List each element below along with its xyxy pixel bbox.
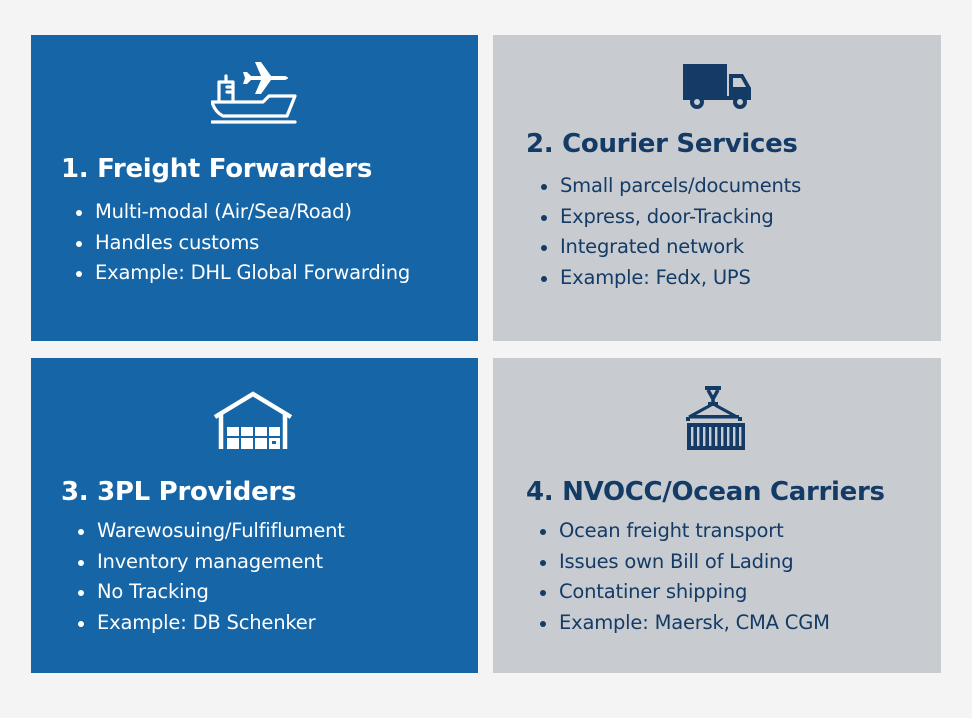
list-item: Multi-modal (Air/Sea/Road): [75, 197, 410, 228]
list-item: No Tracking: [77, 577, 345, 608]
list-item: Inventory management: [77, 547, 345, 578]
card-title: 1. Freight Forwarders: [61, 154, 373, 184]
delivery-truck-icon: [683, 64, 753, 110]
list-item: Example: DB Schenker: [77, 608, 345, 639]
bullet-list: Multi-modal (Air/Sea/Road) Handles custo…: [75, 197, 410, 289]
card-courier-services: 2. Courier Services Small parcels/docume…: [493, 35, 941, 341]
list-item: Ocean freight transport: [539, 516, 830, 547]
list-item: Example: Maersk, CMA CGM: [539, 608, 830, 639]
list-item: Example: Fedx, UPS: [540, 263, 801, 294]
ship-and-plane-icon: [211, 62, 301, 124]
list-item: Express, door-Tracking: [540, 202, 801, 233]
list-item: Example: DHL Global Forwarding: [75, 258, 410, 289]
list-item: Issues own Bill of Lading: [539, 547, 830, 578]
list-item: Small parcels/documents: [540, 171, 801, 202]
list-item: Contatiner shipping: [539, 577, 830, 608]
list-item: Integrated network: [540, 232, 801, 263]
card-title: 3. 3PL Providers: [61, 477, 297, 507]
card-freight-forwarders: 1. Freight Forwarders Multi-modal (Air/S…: [31, 35, 478, 341]
card-title: 4. NVOCC/Ocean Carriers: [526, 477, 885, 507]
bullet-list: Warewosuing/Fulfiflument Inventory manag…: [77, 516, 345, 638]
shipping-container-icon: [685, 386, 749, 452]
warehouse-icon: [212, 391, 294, 451]
bullet-list: Ocean freight transport Issues own Bill …: [539, 516, 830, 638]
card-nvocc-ocean-carriers: 4. NVOCC/Ocean Carriers Ocean freight tr…: [493, 358, 941, 673]
card-3pl-providers: 3. 3PL Providers Warewosuing/Fulfiflumen…: [31, 358, 478, 673]
list-item: Warewosuing/Fulfiflument: [77, 516, 345, 547]
card-title: 2. Courier Services: [526, 129, 798, 159]
list-item: Handles customs: [75, 228, 410, 259]
bullet-list: Small parcels/documents Express, door-Tr…: [540, 171, 801, 293]
